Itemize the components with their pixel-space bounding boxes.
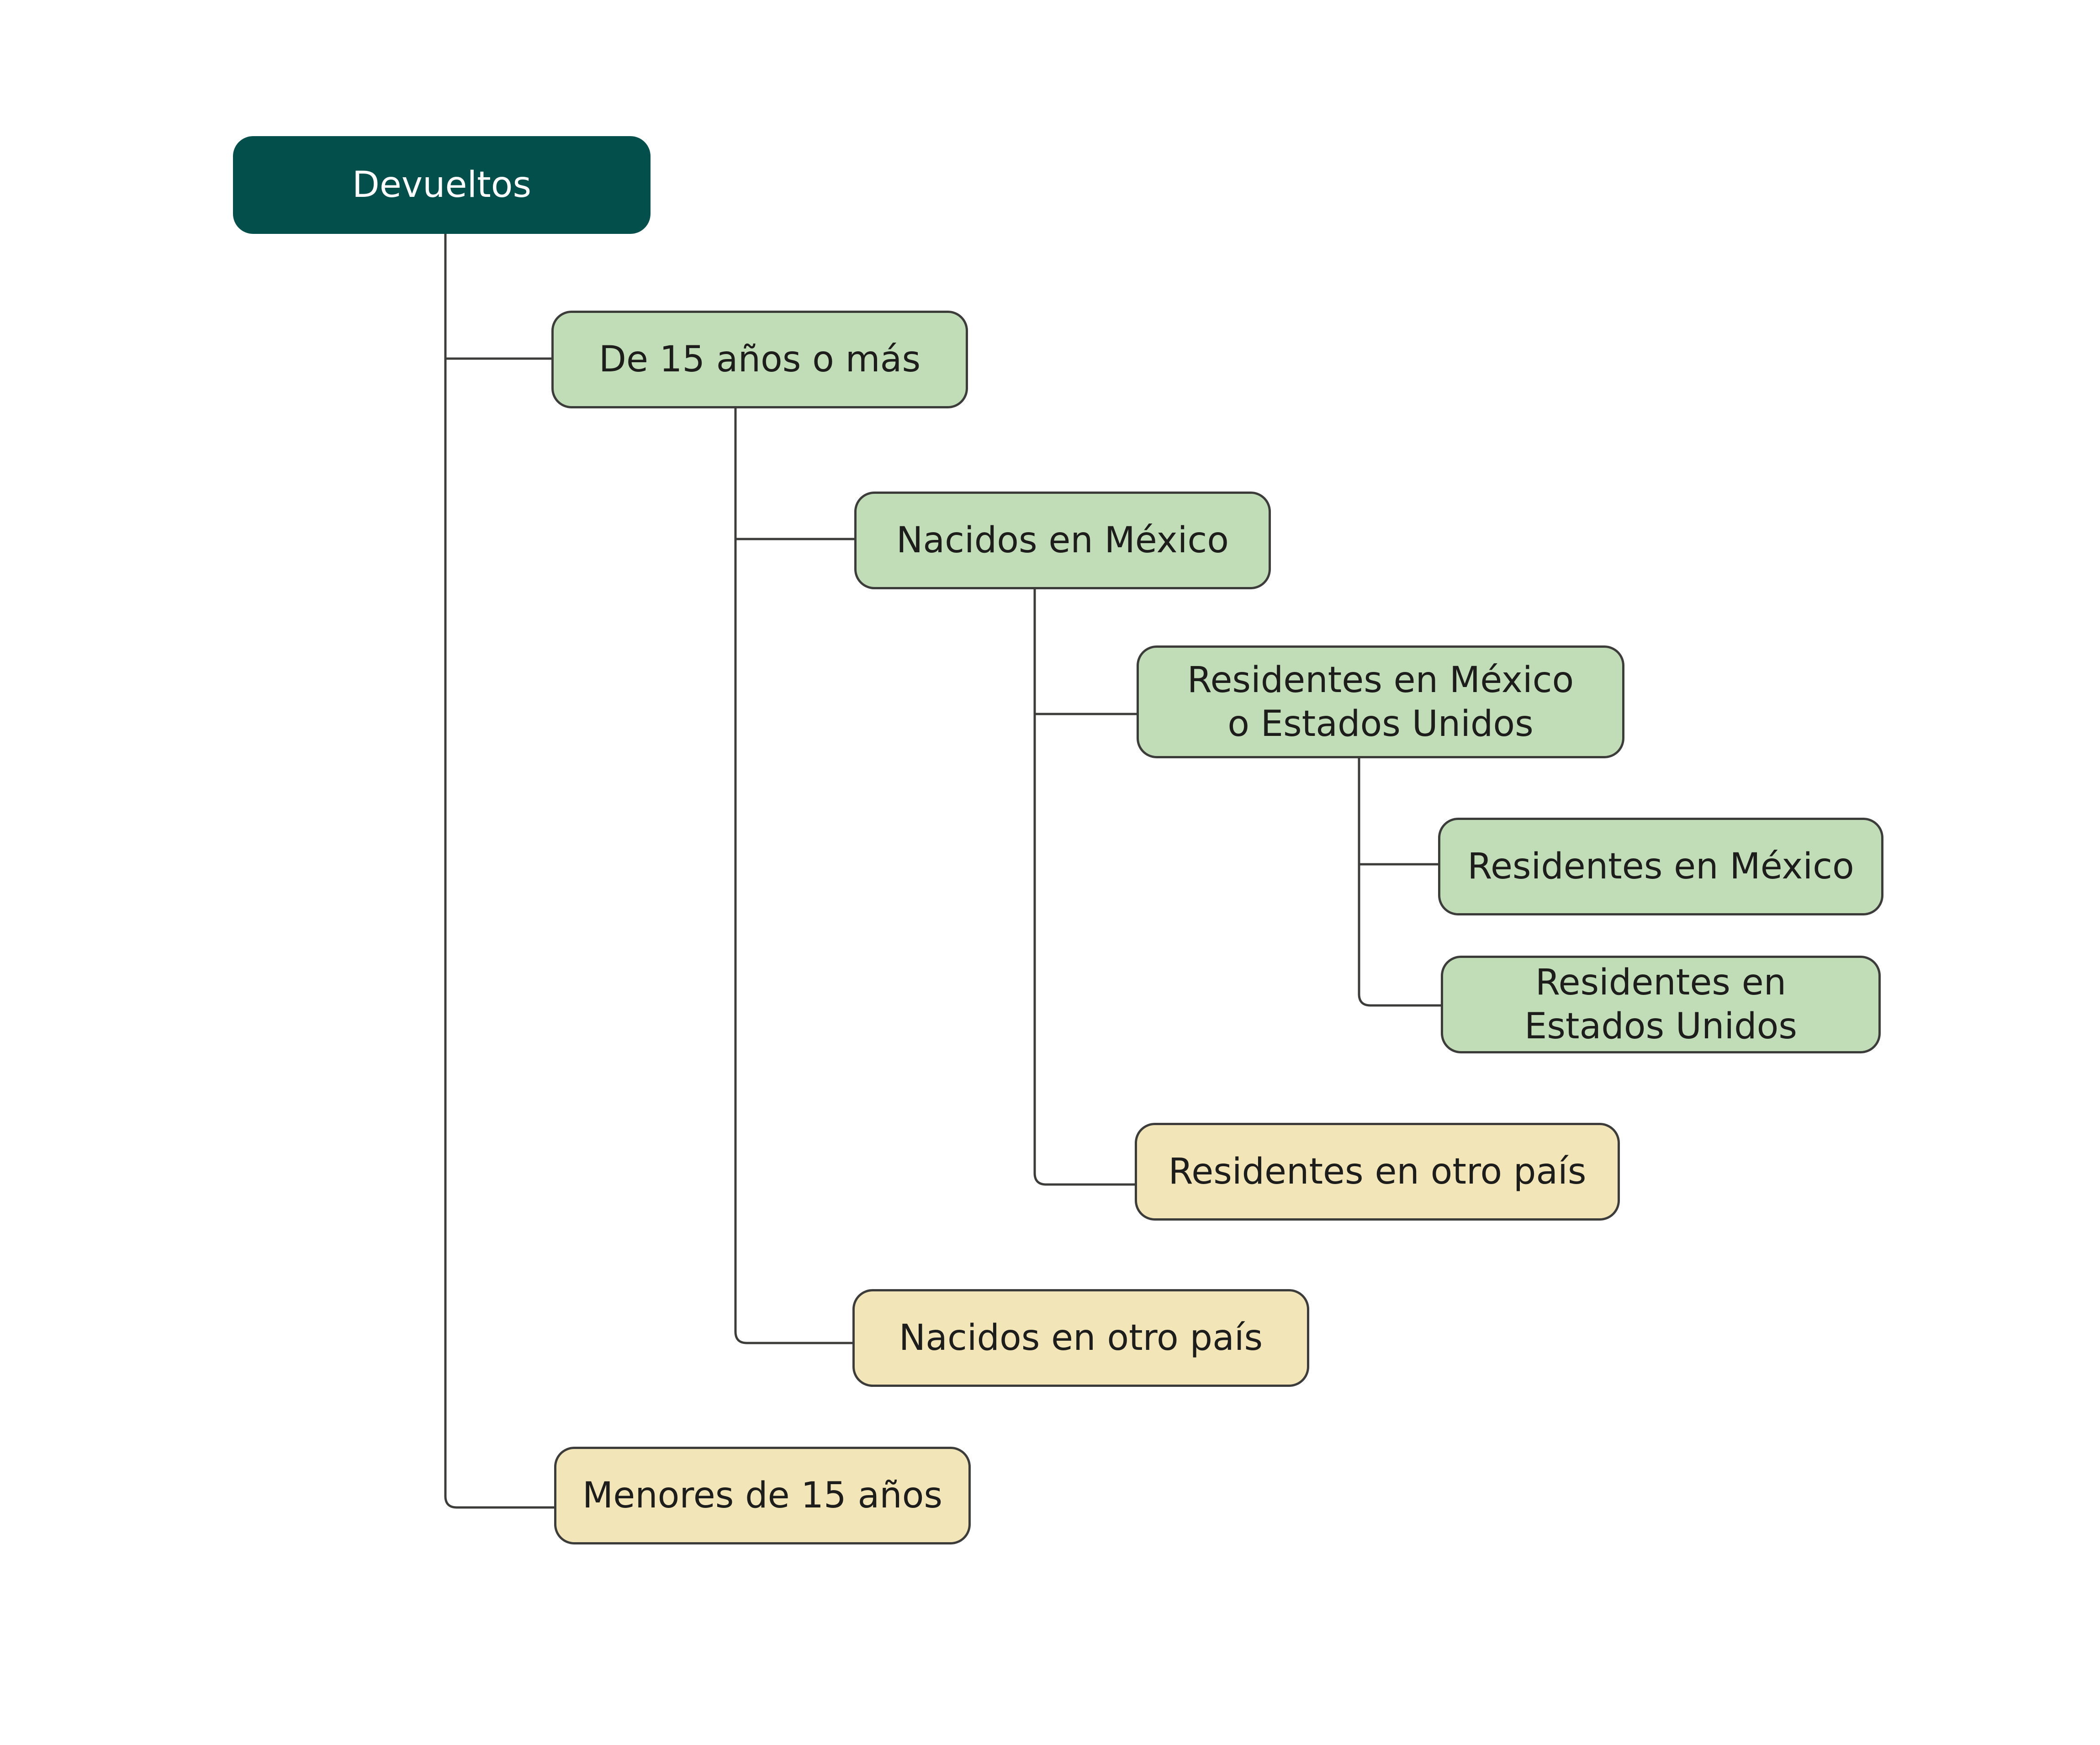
node-resident-mexico: Residentes en México xyxy=(1438,818,1883,915)
node-resident-mexico-or-us: Residentes en México o Estados Unidos xyxy=(1137,645,1624,758)
node-born-mexico-label: Nacidos en México xyxy=(896,520,1229,561)
connector-age-born-other xyxy=(734,539,852,1344)
node-devueltos-label: Devueltos xyxy=(352,164,532,206)
connector-born-mx-resident-mxus xyxy=(1033,589,1137,715)
connector-mxus-resident-mexico xyxy=(1358,758,1438,866)
node-resident-us: Residentes en Estados Unidos xyxy=(1441,956,1881,1053)
node-resident-other-country: Residentes en otro país xyxy=(1135,1123,1620,1221)
connector-age-born-mexico xyxy=(734,408,854,540)
node-resident-mexico-or-us-line2: o Estados Unidos xyxy=(1227,703,1534,745)
node-under-15-label: Menores de 15 años xyxy=(582,1475,943,1516)
node-born-other-country-label: Nacidos en otro país xyxy=(899,1317,1263,1359)
node-resident-mexico-or-us-line1: Residentes en México xyxy=(1187,659,1574,701)
node-resident-us-line1: Residentes en xyxy=(1535,962,1787,1003)
node-under-15: Menores de 15 años xyxy=(554,1447,971,1544)
node-resident-mexico-label: Residentes en México xyxy=(1467,846,1854,887)
node-born-other-country: Nacidos en otro país xyxy=(852,1289,1309,1387)
node-age-15-plus-label: De 15 años o más xyxy=(598,339,921,380)
node-age-15-plus: De 15 años o más xyxy=(551,311,968,408)
node-resident-other-country-label: Residentes en otro país xyxy=(1168,1151,1587,1192)
node-born-mexico: Nacidos en México xyxy=(854,492,1271,589)
node-devueltos: Devueltos xyxy=(233,136,651,234)
connector-born-mx-resident-other xyxy=(1033,714,1135,1186)
node-resident-us-line2: Estados Unidos xyxy=(1524,1006,1798,1047)
connector-mxus-resident-us xyxy=(1358,864,1441,1007)
connector-root-under-15 xyxy=(444,359,554,1509)
connector-root-age-15-plus xyxy=(444,233,551,360)
